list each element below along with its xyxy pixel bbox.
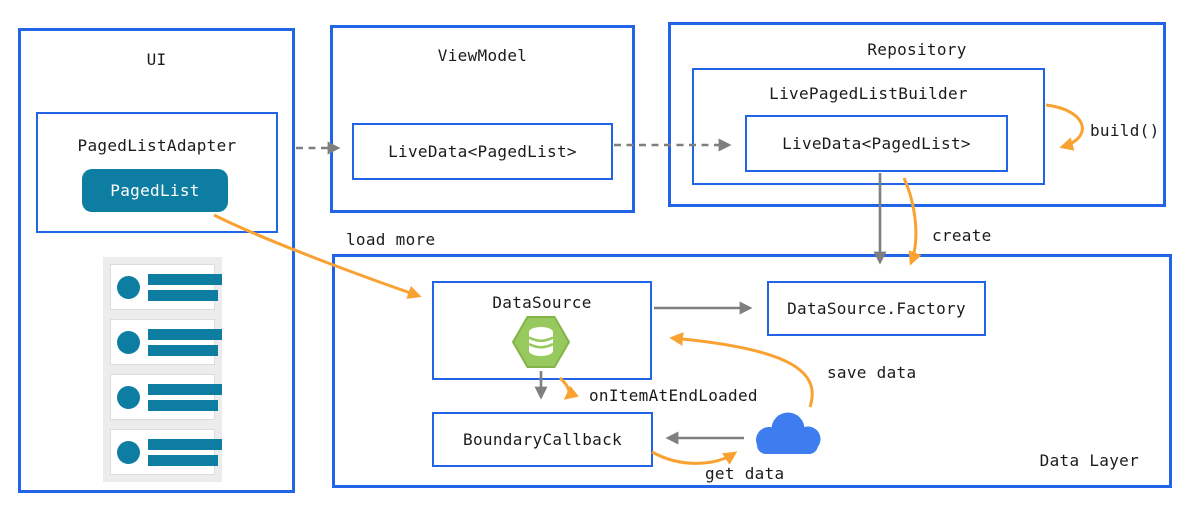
avatar-circle-icon (117, 385, 140, 409)
text-line-bar (148, 383, 222, 395)
repository-box-title: Repository (867, 40, 967, 59)
viewmodel-box-title: ViewModel (437, 46, 528, 65)
on-item-at-end-loaded-annotation: onItemAtEndLoaded (589, 386, 758, 405)
pagedlistadapter-label: PagedListAdapter (77, 136, 237, 155)
pagedlist-chip-label: PagedList (110, 181, 200, 200)
build-annotation: build() (1090, 121, 1160, 140)
data-layer-title: Data Layer (1039, 451, 1139, 470)
text-line-bar (148, 454, 218, 466)
text-lines (148, 273, 222, 301)
text-line-bar (148, 438, 222, 450)
avatar-circle-icon (117, 330, 140, 354)
create-annotation: create (932, 226, 992, 245)
boundarycallback-box: BoundaryCallback (432, 412, 653, 467)
load-more-annotation: load more (346, 230, 436, 249)
cloud-icon (756, 412, 821, 454)
database-hexagon-icon (512, 316, 570, 368)
ui-box-title: UI (146, 50, 167, 69)
text-line-bar (148, 289, 218, 301)
list-panel (103, 257, 222, 482)
boundarycallback-label: BoundaryCallback (463, 430, 622, 449)
text-line-bar (148, 399, 218, 411)
viewmodel-box: ViewModel (330, 25, 635, 213)
text-lines (148, 328, 222, 356)
list-item (110, 264, 222, 310)
get-data-annotation: get data (705, 464, 785, 483)
datasource-factory-box: DataSource.Factory (767, 281, 986, 336)
text-line-bar (148, 273, 222, 285)
pagedlistadapter-box: PagedListAdapter (36, 112, 278, 233)
datasource-factory-label: DataSource.Factory (787, 299, 966, 318)
list-item (110, 429, 222, 475)
text-lines (148, 438, 222, 466)
text-line-bar (148, 344, 218, 356)
text-line-bar (148, 328, 222, 340)
livepagedlistbuilder-label: LivePagedListBuilder (769, 84, 968, 103)
viewmodel-livedata-label: LiveData<PagedList> (388, 142, 577, 161)
datasource-label: DataSource (492, 293, 592, 312)
list-item (110, 374, 222, 420)
save-data-annotation: save data (827, 363, 917, 382)
repository-livedata-label: LiveData<PagedList> (782, 134, 971, 153)
viewmodel-livedata-box: LiveData<PagedList> (352, 123, 613, 180)
avatar-circle-icon (117, 275, 140, 299)
pagedlist-chip: PagedList (82, 169, 228, 212)
list-item (110, 319, 222, 365)
text-lines (148, 383, 222, 411)
repository-livedata-box: LiveData<PagedList> (745, 115, 1008, 172)
avatar-circle-icon (117, 440, 140, 464)
